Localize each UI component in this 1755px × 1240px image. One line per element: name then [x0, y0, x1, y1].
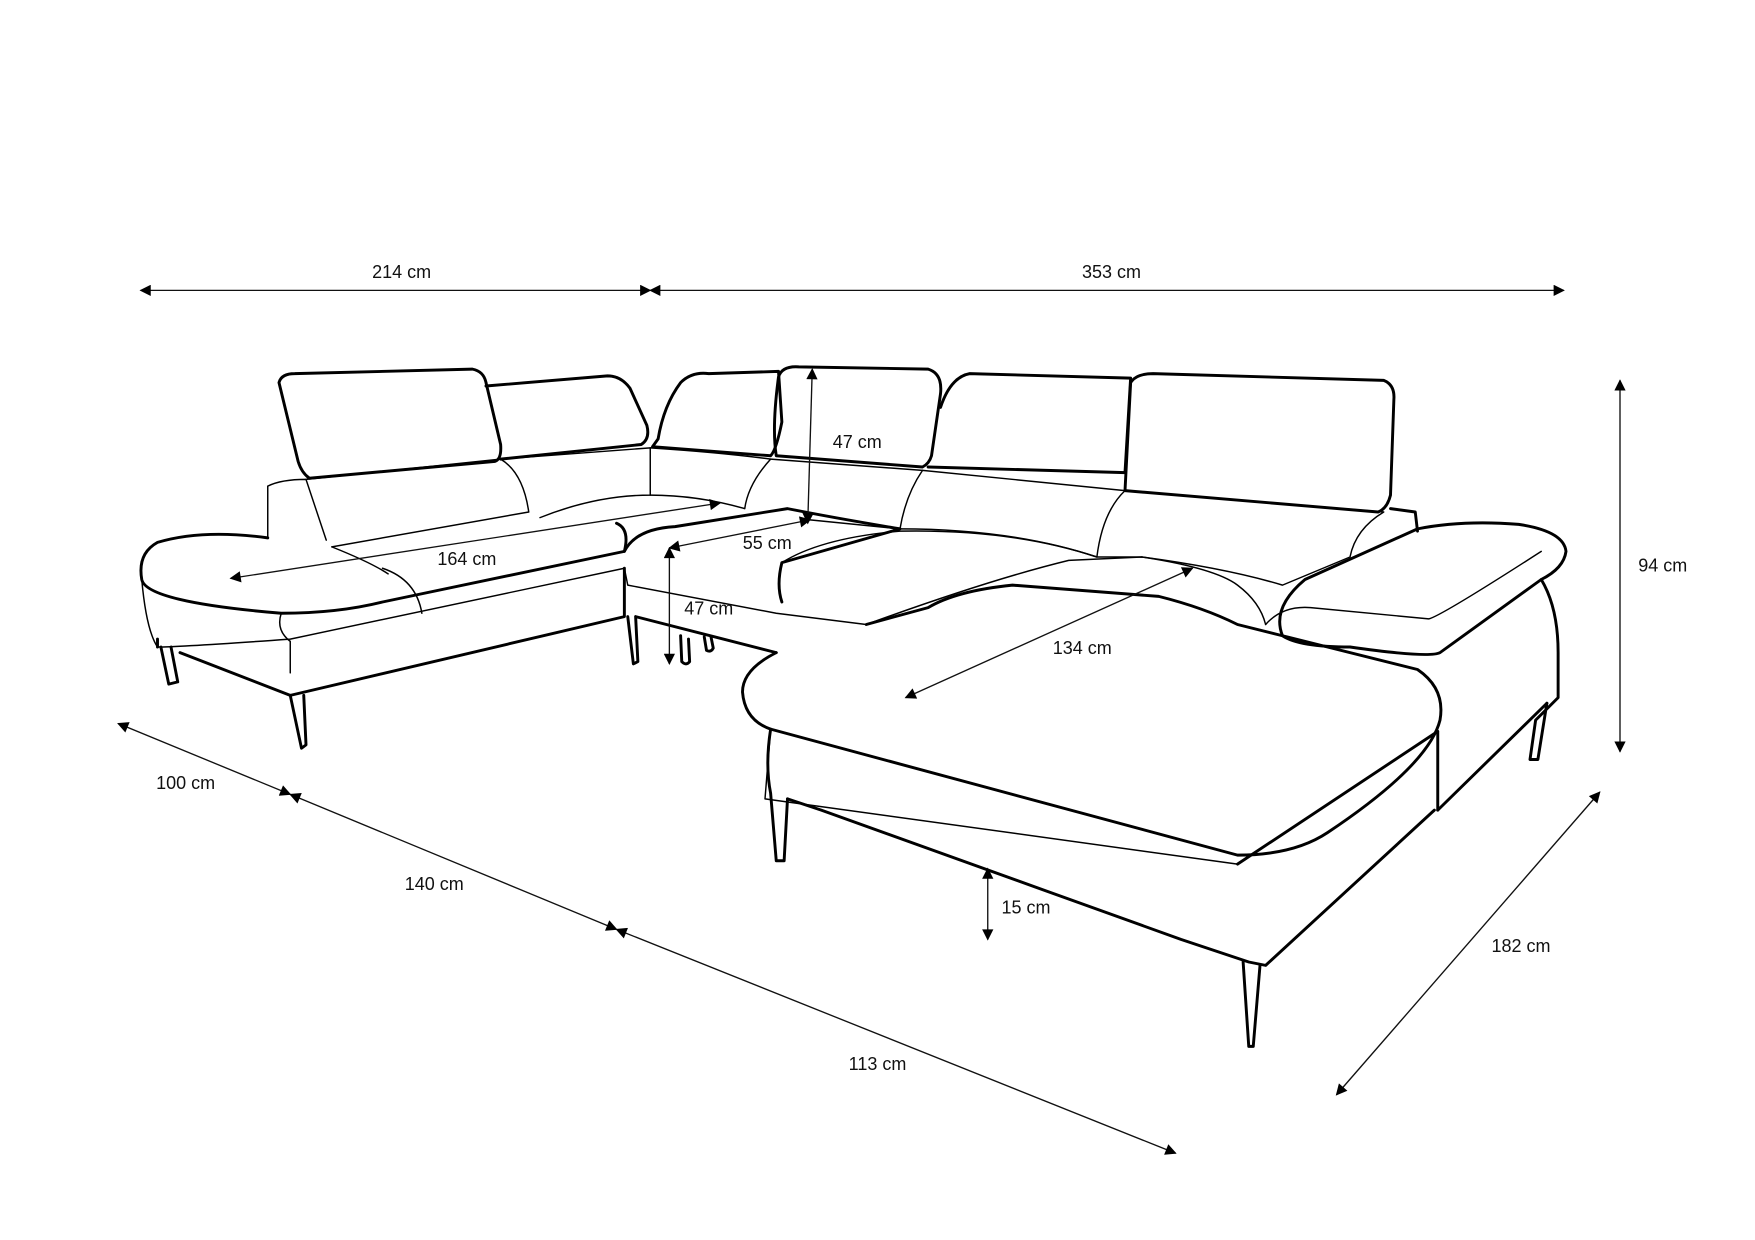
- dim-arrow-right-chaise: [904, 567, 1194, 699]
- dimension-lines: [117, 284, 1626, 1155]
- dimension-labels: 214 cm 353 cm 94 cm 47 cm 55 cm 164 cm 4…: [156, 262, 1687, 1074]
- sofa-illustration: [139, 365, 1568, 1048]
- label-right-chaise-depth: 134 cm: [1053, 638, 1112, 658]
- dim-arrow-left-depth: [117, 722, 292, 796]
- left-corner-headrest: [484, 374, 650, 461]
- dim-arrow-backrest-height: [802, 368, 818, 525]
- dim-arrow-middle-depth-2: [615, 927, 1177, 1155]
- label-left-chaise-length: 164 cm: [437, 549, 496, 569]
- label-middle-depth-1: 140 cm: [405, 874, 464, 894]
- center-headrest: [773, 365, 943, 469]
- right-headrest-1: [926, 372, 1133, 475]
- label-seat-depth: 55 cm: [743, 533, 792, 553]
- dim-arrow-right-depth: [1335, 791, 1601, 1096]
- label-leg-height: 15 cm: [1001, 898, 1050, 918]
- left-headrest: [277, 367, 503, 480]
- label-backrest-height: 47 cm: [833, 432, 882, 452]
- label-total-height: 94 cm: [1638, 556, 1687, 576]
- label-middle-depth-2: 113 cm: [849, 1054, 907, 1074]
- label-left-width: 214 cm: [372, 262, 431, 282]
- label-seat-height: 47 cm: [684, 598, 733, 618]
- middle-headrest: [651, 369, 784, 458]
- right-chaise: [741, 583, 1443, 857]
- label-left-depth: 100 cm: [156, 773, 215, 793]
- dim-arrow-middle-depth-1: [289, 793, 618, 931]
- right-headrest-2: [1123, 372, 1396, 514]
- label-right-width: 353 cm: [1082, 262, 1141, 282]
- dim-arrow-left-chaise: [229, 498, 722, 583]
- right-armrest: [1278, 521, 1568, 656]
- label-right-depth: 182 cm: [1491, 936, 1550, 956]
